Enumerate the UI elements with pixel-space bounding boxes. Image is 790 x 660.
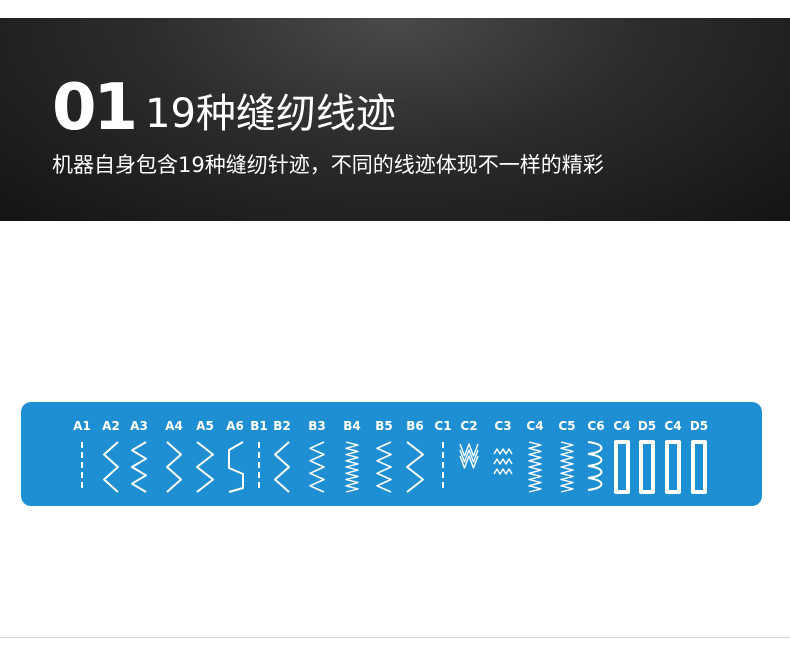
stitch-label: A3 xyxy=(130,419,148,433)
stitch-label: C3 xyxy=(494,419,511,433)
stitch-b1-6: B1 xyxy=(250,419,268,492)
stitch-label: C1 xyxy=(434,419,451,433)
stitch-c3-14: C3 xyxy=(493,419,513,475)
stitch-label: D5 xyxy=(690,419,708,433)
stitch-a2-1: A2 xyxy=(102,419,120,493)
section-number: 01 xyxy=(52,71,138,145)
stitch-a6-5: A6 xyxy=(226,419,244,493)
stitch-pattern xyxy=(528,441,542,493)
stitch-pattern xyxy=(691,440,707,494)
stitch-label: A2 xyxy=(102,419,120,433)
stitch-pattern xyxy=(459,443,479,469)
stitch-label: B4 xyxy=(343,419,361,433)
stitch-d5-19: D5 xyxy=(638,419,656,494)
section-subtitle: 机器自身包含19种缝纫针迹，不同的线迹体现不一样的精彩 xyxy=(52,153,604,177)
stitch-label: B1 xyxy=(250,419,268,433)
header-banner: 01 19种缝纫线迹 机器自身包含19种缝纫针迹，不同的线迹体现不一样的精彩 xyxy=(0,18,790,221)
stitch-a1-0: A1 xyxy=(73,419,91,492)
stitch-b2-7: B2 xyxy=(273,419,291,493)
stitch-pattern xyxy=(493,448,513,475)
stitch-label: C5 xyxy=(558,419,575,433)
stitch-label: C6 xyxy=(587,419,604,433)
stitch-b5-10: B5 xyxy=(375,419,393,493)
stitch-label: A6 xyxy=(226,419,244,433)
stitch-c4-18: C4 xyxy=(613,419,631,494)
stitch-c4-20: C4 xyxy=(664,419,682,494)
stitch-b3-8: B3 xyxy=(308,419,326,493)
section-title: 19种缝纫线迹 xyxy=(145,91,396,137)
stitch-pattern xyxy=(196,441,214,493)
stitch-label: A5 xyxy=(196,419,214,433)
stitch-c6-17: C6 xyxy=(587,419,605,491)
stitch-b6-11: B6 xyxy=(406,419,424,493)
divider xyxy=(0,637,790,638)
stitch-pattern xyxy=(560,441,574,493)
stitch-pattern xyxy=(639,440,655,494)
stitch-pattern xyxy=(665,440,681,494)
stitch-c1-12: C1 xyxy=(434,419,452,492)
stitch-pattern xyxy=(166,441,182,493)
stitch-a3-2: A3 xyxy=(130,419,148,493)
stitch-pattern xyxy=(376,441,392,493)
stitch-pattern xyxy=(228,441,244,493)
stitch-label: C4 xyxy=(613,419,630,433)
stitch-label: A4 xyxy=(165,419,183,433)
stitch-pattern xyxy=(131,441,147,493)
stitch-pattern xyxy=(614,440,630,494)
stitch-a4-3: A4 xyxy=(165,419,183,493)
stitch-pattern xyxy=(103,441,119,493)
stitch-pattern xyxy=(345,441,359,493)
stitch-c5-16: C5 xyxy=(558,419,576,493)
stitch-c2-13: C2 xyxy=(459,419,479,469)
stitch-c4-15: C4 xyxy=(526,419,544,493)
stitch-label: B3 xyxy=(308,419,326,433)
stitch-d5-21: D5 xyxy=(690,419,708,494)
stitch-diagram: A1 A2 A3 A4 A5 A6 B1 B2 B3 B4 B5 B6 C1 C2 C3 C4 C5 C6 C4 D5… xyxy=(73,419,708,494)
stitch-label: B5 xyxy=(375,419,393,433)
stitch-label: C4 xyxy=(526,419,543,433)
stitch-label: B2 xyxy=(273,419,291,433)
stitch-label: A1 xyxy=(73,419,91,433)
stitch-label: C4 xyxy=(664,419,681,433)
stitch-b4-9: B4 xyxy=(343,419,361,493)
stitch-label: C2 xyxy=(460,419,477,433)
stitch-pattern xyxy=(587,441,603,491)
stitch-label: B6 xyxy=(406,419,424,433)
stitch-panel: A1 A2 A3 A4 A5 A6 B1 B2 B3 B4 B5 B6 C1 C2 C3 C4 C5 C6 C4 D5… xyxy=(21,402,762,506)
stitch-pattern xyxy=(274,441,290,493)
stitch-pattern xyxy=(309,441,325,493)
stitch-label: D5 xyxy=(638,419,656,433)
stitch-pattern xyxy=(406,441,424,493)
stitch-a5-4: A5 xyxy=(196,419,214,493)
